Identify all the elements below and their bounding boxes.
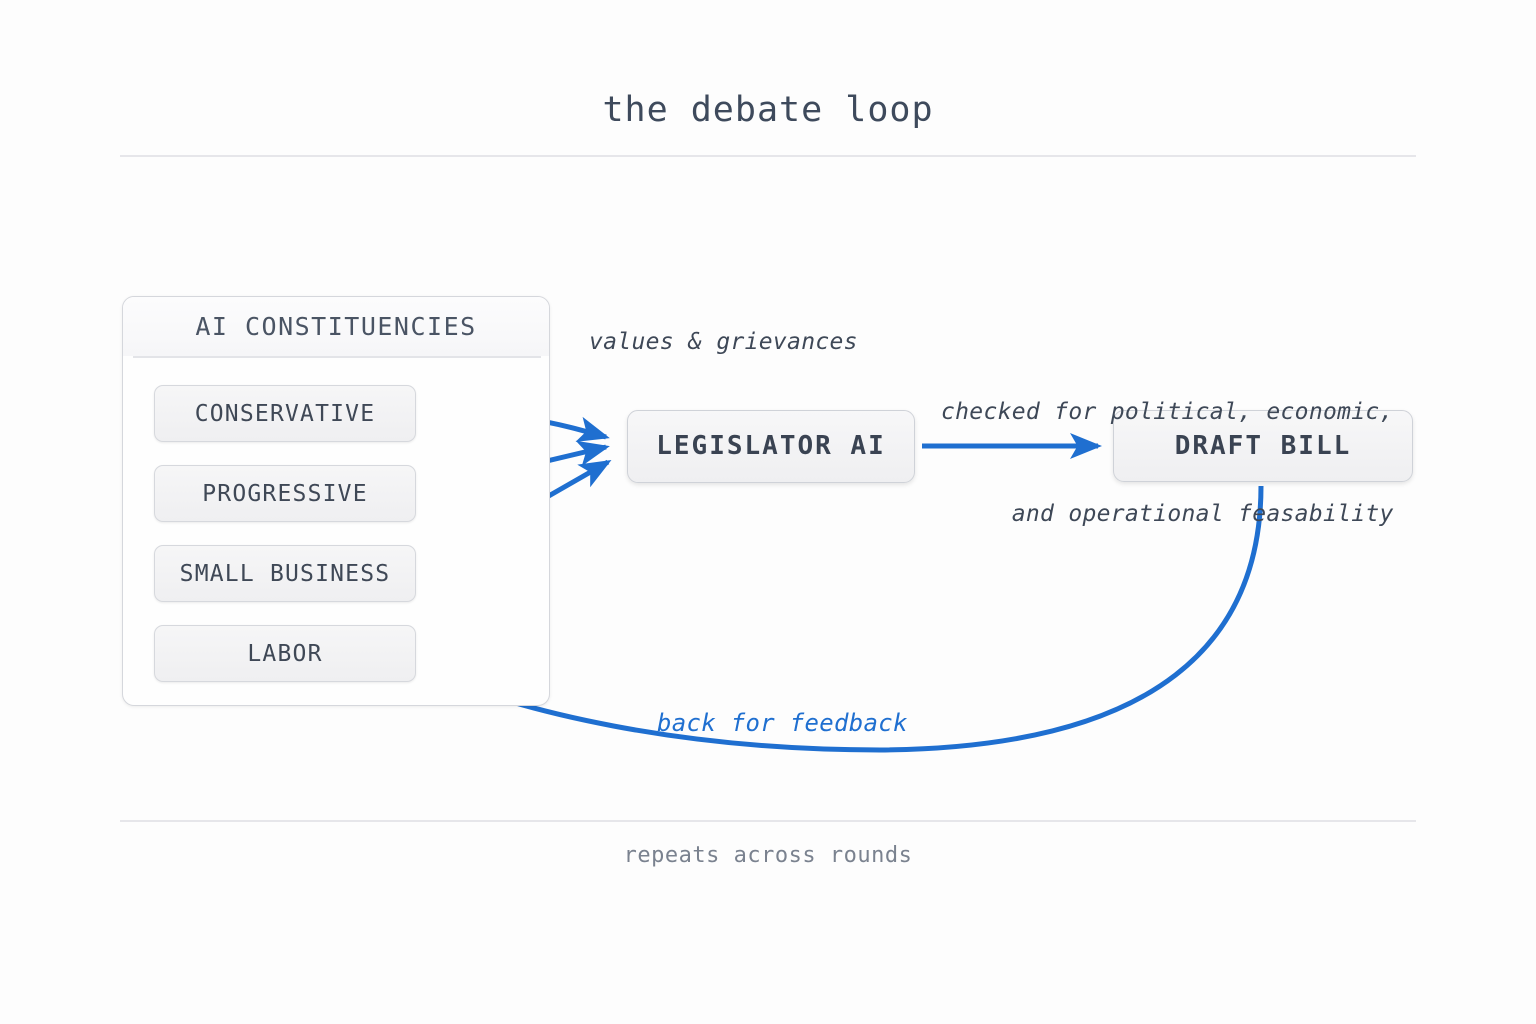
- page-title: the debate loop: [602, 90, 934, 130]
- panel-header-divider: [133, 356, 541, 358]
- edge-label-checked-line2: and operational feasability: [1011, 501, 1394, 527]
- edge-label-checked-line1: checked for political, economic,: [941, 399, 1394, 425]
- footer-note: repeats across rounds: [623, 843, 913, 868]
- edge-label-checked-feasability: checked for political, economic, and ope…: [941, 327, 1394, 599]
- constituency-item-conservative[interactable]: CONSERVATIVE: [154, 385, 416, 442]
- edge-draftbill-to-labor-feedback: [424, 485, 1264, 753]
- header-divider: [120, 155, 1416, 157]
- edge-label-back-for-feedback: back for feedback: [657, 709, 908, 737]
- node-draft-bill[interactable]: DRAFT BILL: [1113, 410, 1413, 482]
- node-legislator-ai[interactable]: LEGISLATOR AI: [627, 410, 915, 483]
- constituency-item-small-business[interactable]: SMALL BUSINESS: [154, 545, 416, 602]
- footer-divider: [120, 820, 1416, 822]
- constituency-item-labor[interactable]: LABOR: [154, 625, 416, 682]
- edge-label-values-grievances: values & grievances: [589, 329, 858, 355]
- panel-header-title: AI CONSTITUENCIES: [123, 297, 549, 356]
- constituency-item-progressive[interactable]: PROGRESSIVE: [154, 465, 416, 522]
- constituency-panel: AI CONSTITUENCIES CONSERVATIVE PROGRESSI…: [122, 296, 550, 706]
